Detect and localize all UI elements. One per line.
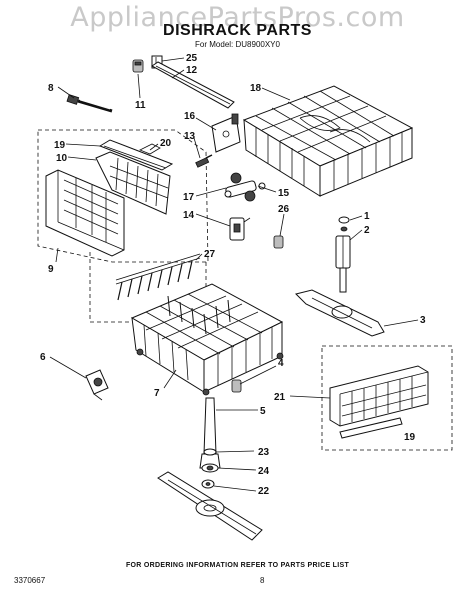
lower-group-leader: [89, 252, 130, 323]
callout-2: 2: [364, 225, 370, 236]
rack-bracket-part: [211, 113, 241, 153]
callout-26: 26: [278, 204, 290, 215]
callout-3: 3: [420, 315, 426, 326]
page-number: 8: [260, 576, 265, 585]
upper-rack-part: [242, 85, 414, 197]
watermark: AppliancePartsPros.com: [70, 2, 405, 33]
filter-screen-part: [95, 151, 171, 215]
leader-lines: [49, 57, 419, 492]
ordering-note: FOR ORDERING INFORMATION REFER TO PARTS …: [125, 562, 350, 569]
callout-1: 1: [364, 211, 370, 222]
model-subtitle: For Model: DU8900XY0: [195, 40, 280, 49]
rail-end-cap-part: [132, 59, 144, 73]
callout-11: 11: [135, 100, 146, 111]
callout-4: 4: [278, 358, 284, 369]
callout-19-basket: 19: [404, 432, 416, 443]
callout-14: 14: [183, 210, 195, 221]
callout-6: 6: [40, 352, 46, 363]
callout-labels: 25 12 8 11 18 16 13 19 20 10 17 15 14 26…: [40, 53, 426, 497]
lower-rack-part: [130, 283, 284, 396]
rack-group-outline: [37, 129, 209, 263]
adjuster-rod-part: [66, 94, 113, 113]
callout-20: 20: [160, 138, 172, 149]
callout-22: 22: [258, 486, 270, 497]
upper-rack-rail-part: [151, 61, 235, 109]
rack-cap-part: [231, 379, 242, 393]
callout-12: 12: [186, 65, 198, 76]
callout-7: 7: [154, 388, 160, 399]
callout-5: 5: [260, 406, 266, 417]
rack-panel-part: [45, 169, 125, 257]
callout-10: 10: [56, 153, 68, 164]
callout-21: 21: [274, 392, 286, 403]
document-number: 3370667: [14, 576, 46, 585]
diagram-title: DISHRACK PARTS: [163, 22, 312, 39]
lower-spray-assembly: [157, 397, 263, 541]
callout-9: 9: [48, 264, 54, 275]
callout-27: 27: [204, 249, 216, 260]
callout-15: 15: [278, 188, 290, 199]
callout-19: 19: [54, 140, 66, 151]
tine-row-part: [115, 253, 201, 301]
rack-wheel-part: [85, 369, 109, 401]
callout-13: 13: [184, 131, 196, 142]
callout-18: 18: [250, 83, 262, 94]
callout-23: 23: [258, 447, 270, 458]
callout-8: 8: [48, 83, 54, 94]
callout-24: 24: [258, 466, 270, 477]
screw-part: [195, 154, 213, 168]
silverware-basket-part: [329, 365, 429, 439]
callout-17: 17: [183, 192, 195, 203]
roller-assembly-part: [224, 172, 266, 202]
small-clip-part: [273, 235, 284, 249]
filter-cover-part: [98, 139, 174, 171]
filter-clip-part: [139, 143, 161, 155]
callout-16: 16: [184, 111, 196, 122]
rack-stop-part: [229, 217, 251, 241]
upper-spray-assembly: [295, 216, 385, 337]
callout-25: 25: [186, 53, 198, 64]
